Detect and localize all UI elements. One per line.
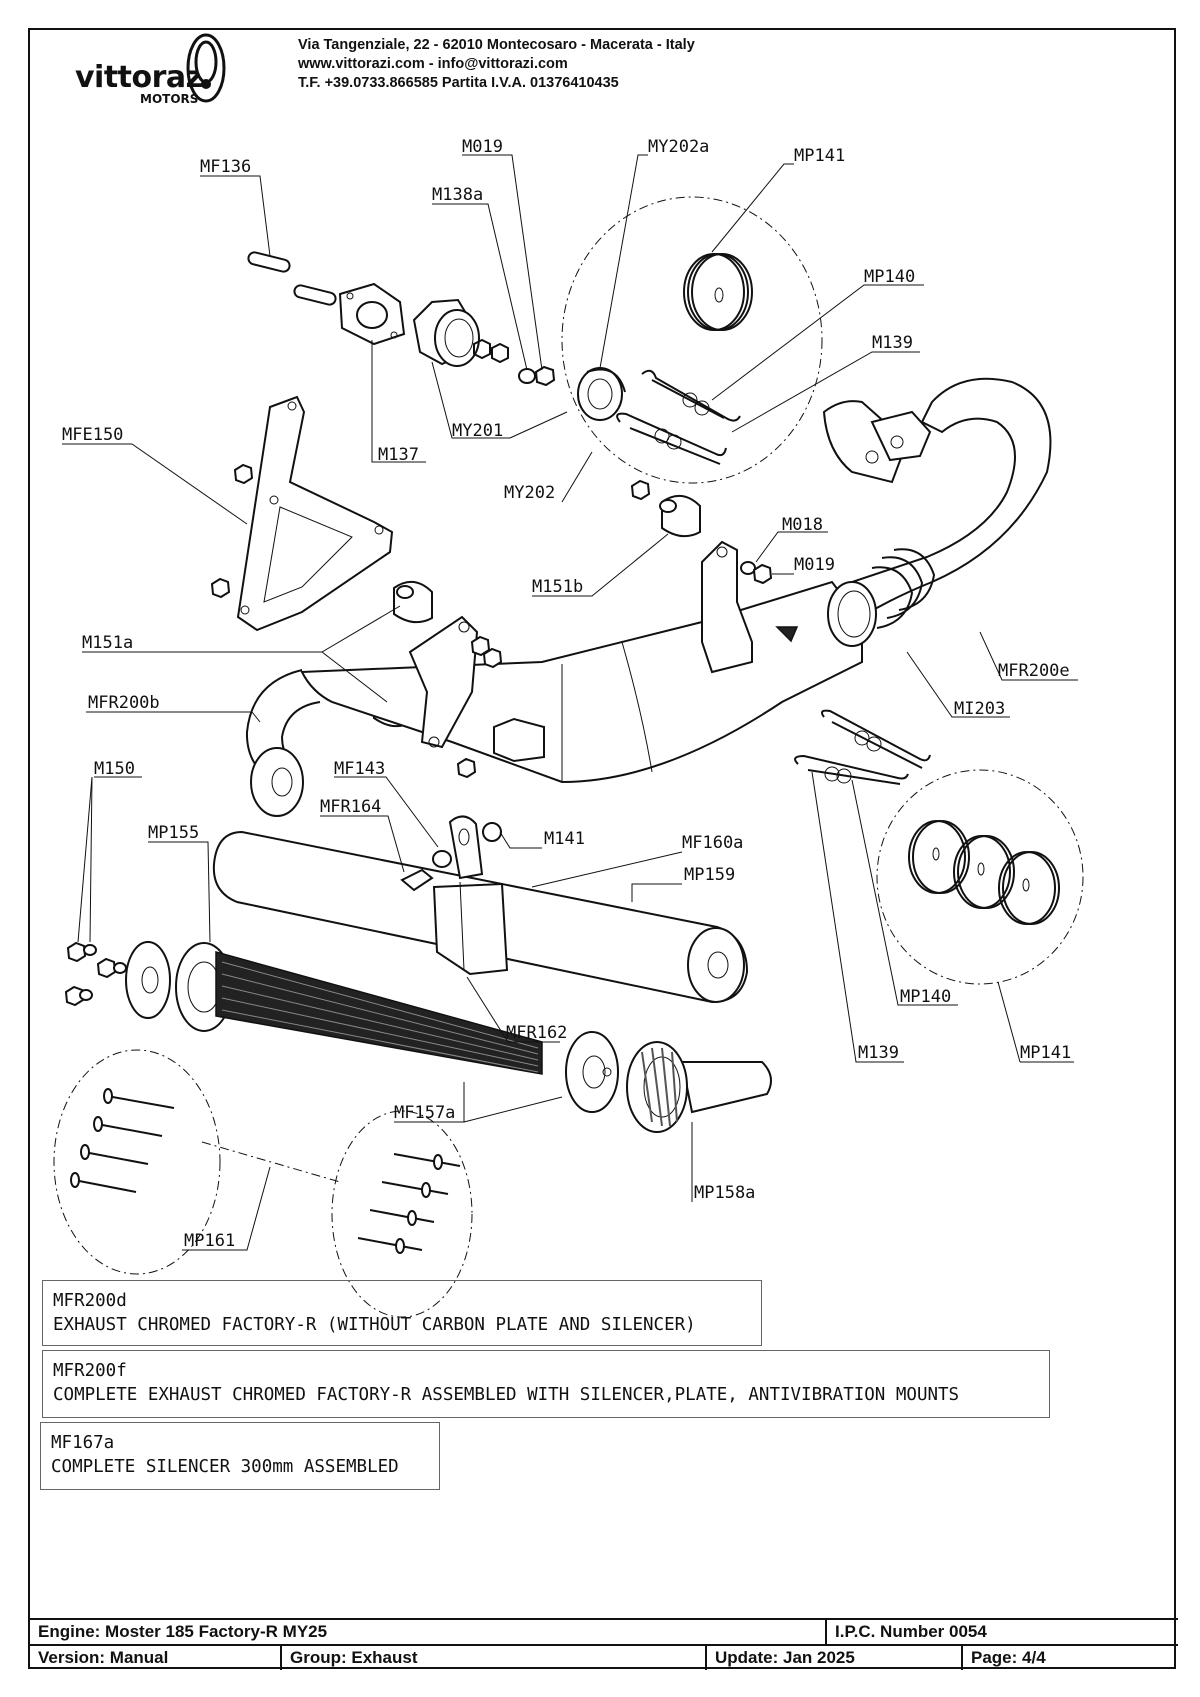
label-my201: MY201 xyxy=(452,421,503,441)
note-box-mfr200f: MFR200f COMPLETE EXHAUST CHROMED FACTORY… xyxy=(42,1350,1050,1418)
brand-logo-mark xyxy=(186,33,226,103)
label-mf160a: MF160a xyxy=(682,833,743,853)
m137-gasket xyxy=(338,282,406,346)
rivet-detail-circle-right xyxy=(331,1110,473,1318)
note-box-mfr200d: MFR200d EXHAUST CHROMED FACTORY-R (WITHO… xyxy=(42,1280,762,1346)
my201-flange xyxy=(412,298,509,367)
ipc-number-field: I.P.C. Number 0054 xyxy=(825,1620,1176,1644)
parts-sheet: vittorazi MOTORS Via Tangenziale, 22 - 6… xyxy=(28,28,1178,1671)
mf136-pins xyxy=(247,251,337,306)
title-block-row-1: Engine: Moster 185 Factory-R MY25 I.P.C.… xyxy=(30,1618,1178,1644)
label-m138a: M138a xyxy=(432,185,483,205)
rivet-detail-circle-left xyxy=(53,1049,221,1275)
m018-washer xyxy=(740,561,756,575)
note-description: COMPLETE SILENCER 300mm ASSEMBLED xyxy=(51,1457,399,1477)
page-field: Page: 4/4 xyxy=(961,1646,1176,1670)
label-m019-top: M019 xyxy=(462,137,503,157)
m019-nut-mid xyxy=(752,563,773,585)
mp158a-end-cap xyxy=(626,1041,772,1133)
label-mfr164: MFR164 xyxy=(320,797,381,817)
label-m139-top: M139 xyxy=(872,333,913,353)
label-mp141-top: MP141 xyxy=(794,146,845,166)
label-mp158a: MP158a xyxy=(694,1183,755,1203)
callout-labels: MF136 M019 M138a MY202a MP141 MP140 M139… xyxy=(62,137,1071,1251)
spring-detail-circle xyxy=(561,196,823,484)
label-m018: M018 xyxy=(782,515,823,535)
label-m137: M137 xyxy=(378,445,419,465)
my202a-collar xyxy=(577,367,626,421)
label-mp161: MP161 xyxy=(184,1231,235,1251)
exploded-view-drawing: MF136 M019 M138a MY202a MP141 MP140 M139… xyxy=(53,137,1084,1318)
update-field: Update: Jan 2025 xyxy=(705,1646,961,1670)
note-description: EXHAUST CHROMED FACTORY-R (WITHOUT CARBO… xyxy=(53,1315,696,1335)
mfr200b-exhaust-body xyxy=(245,540,863,817)
ring-detail-circle xyxy=(876,769,1084,985)
mfr162-packing xyxy=(215,951,543,1075)
label-m151a: M151a xyxy=(82,633,133,653)
note-code: MFR200d xyxy=(53,1291,127,1311)
note-description: COMPLETE EXHAUST CHROMED FACTORY-R ASSEM… xyxy=(53,1385,960,1405)
mp141-spring-rings-bottom xyxy=(908,820,1060,925)
note-box-mf167a: MF167a COMPLETE SILENCER 300mm ASSEMBLED xyxy=(40,1422,440,1490)
leader-lines xyxy=(62,154,1078,1251)
label-mf136: MF136 xyxy=(200,157,251,177)
label-mi203: MI203 xyxy=(954,699,1005,719)
address-line-3: T.F. +39.0733.866585 Partita I.V.A. 0137… xyxy=(298,75,619,91)
label-mp140-top: MP140 xyxy=(864,267,915,287)
label-m141: M141 xyxy=(544,829,585,849)
clamp-hardware xyxy=(400,815,502,892)
label-mf143: MF143 xyxy=(334,759,385,779)
group-field: Group: Exhaust xyxy=(280,1646,705,1670)
address-line-1: Via Tangenziale, 22 - 62010 Montecosaro … xyxy=(298,37,695,53)
address-line-2: www.vittorazi.com - info@vittorazi.com xyxy=(298,56,568,72)
m019-nut-top xyxy=(534,365,556,387)
mp161-rivets xyxy=(70,1088,461,1254)
label-mfr200e: MFR200e xyxy=(998,661,1070,681)
label-mfe150: MFE150 xyxy=(62,425,123,445)
label-mfr162: MFR162 xyxy=(506,1023,567,1043)
note-code: MFR200f xyxy=(53,1361,127,1381)
label-mp141-bottom: MP141 xyxy=(1020,1043,1071,1063)
brand-logo-subtitle: MOTORS xyxy=(140,92,199,106)
version-field: Version: Manual xyxy=(38,1648,169,1667)
rivet-detail-link xyxy=(201,1141,341,1183)
mfe150-bracket xyxy=(210,395,394,632)
label-mf157a: MF157a xyxy=(394,1103,455,1123)
label-mfr200b: MFR200b xyxy=(88,693,160,713)
m150-nuts xyxy=(64,941,127,1007)
label-mp140-bottom: MP140 xyxy=(900,987,951,1007)
header: vittorazi MOTORS Via Tangenziale, 22 - 6… xyxy=(30,30,1178,140)
engine-field: Engine: Moster 185 Factory-R MY25 xyxy=(38,1622,328,1641)
label-m150: M150 xyxy=(94,759,135,779)
label-mp155: MP155 xyxy=(148,823,199,843)
label-mp159: MP159 xyxy=(684,865,735,885)
title-block-row-2: Version: Manual Group: Exhaust Update: J… xyxy=(30,1644,1178,1671)
m138a-washer xyxy=(518,368,536,384)
note-code: MF167a xyxy=(51,1433,115,1453)
mp159-silencer-body xyxy=(212,830,749,1004)
label-m151b: M151b xyxy=(532,577,583,597)
label-my202: MY202 xyxy=(504,483,555,503)
title-block: Engine: Moster 185 Factory-R MY25 I.P.C.… xyxy=(30,1618,1178,1671)
mi203-sleeve xyxy=(827,581,877,647)
label-my202a: MY202a xyxy=(648,137,709,157)
m139-springs-bottom xyxy=(794,709,931,785)
label-m139-bottom: M139 xyxy=(858,1043,899,1063)
mp140-springs-top xyxy=(616,369,741,465)
mf157a-end-plate xyxy=(565,1031,619,1113)
label-m019-mid: M019 xyxy=(794,555,835,575)
mp141-spring-ring-top xyxy=(683,253,753,331)
